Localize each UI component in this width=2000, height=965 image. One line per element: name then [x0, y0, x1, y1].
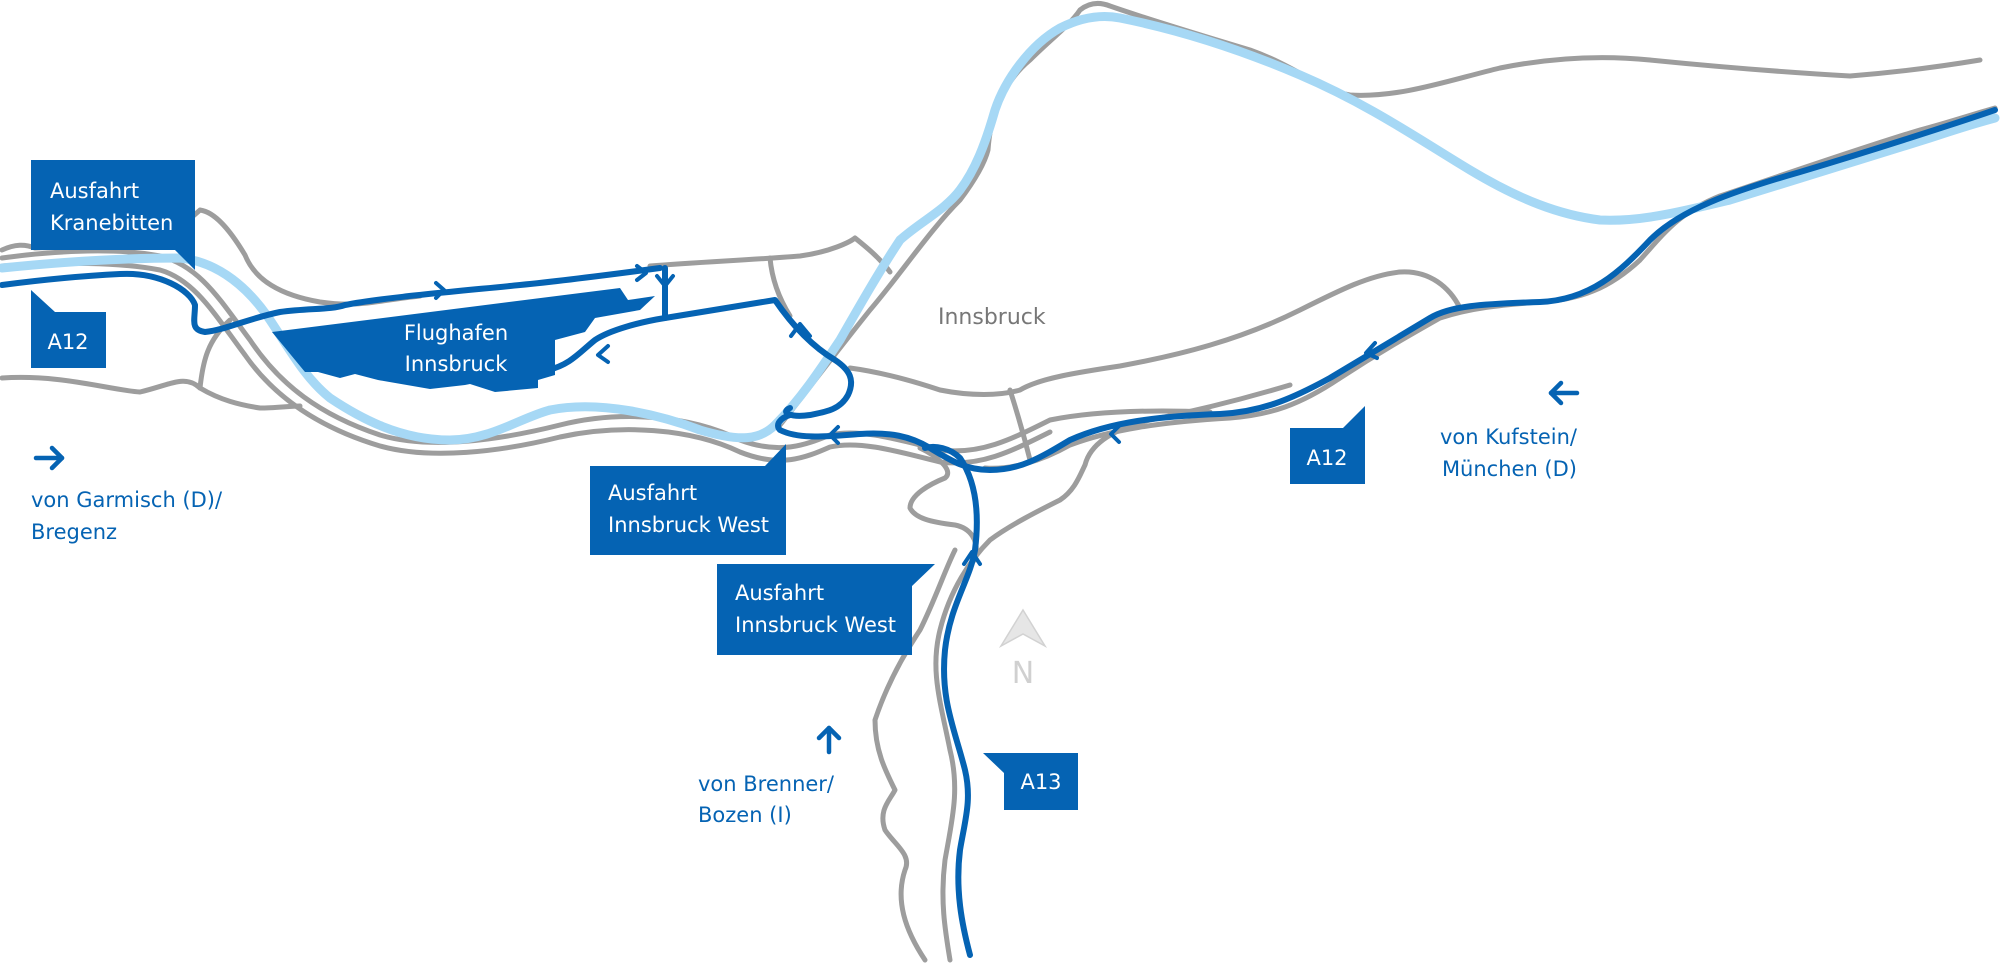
- direction-chevron: [789, 322, 812, 338]
- direction-chevron: [635, 264, 648, 282]
- motorway-a13-label: A13: [1020, 770, 1061, 794]
- motorway-a12-east-label: A12: [1306, 446, 1347, 470]
- direction-chevron: [962, 550, 982, 566]
- road-west-lower: [0, 260, 1053, 466]
- origin-kufstein: von Kufstein/ München (D): [1440, 380, 1580, 481]
- airport-label-line2: Innsbruck: [405, 352, 509, 376]
- road-a13-loop: [907, 445, 979, 563]
- road-diagonal: [777, 0, 1983, 428]
- route-airport-access: [545, 265, 668, 373]
- arrow-right-icon: [33, 445, 65, 471]
- city-label: Innsbruck: [938, 305, 1046, 330]
- exit-kranebitten-line1: Ausfahrt: [50, 179, 139, 203]
- exit-innsbruck-west-a13-callout: Ausfahrt Innsbruck West: [717, 564, 935, 655]
- road-west-upper: [0, 248, 1213, 454]
- exit-innsbruck-west-a12-line1: Ausfahrt: [608, 481, 697, 505]
- road-a13-west: [872, 547, 958, 963]
- route-a12-east: [775, 107, 1998, 473]
- direction-chevron: [655, 274, 675, 288]
- road-airport-north: [647, 235, 893, 275]
- motorway-badge-a13: A13: [983, 753, 1078, 810]
- arrow-left-icon: [1548, 380, 1580, 406]
- route-airport-link: [662, 297, 855, 419]
- route-a13: [922, 443, 980, 958]
- exit-innsbruck-west-a13-line1: Ausfahrt: [735, 581, 824, 605]
- river-inn: [0, 11, 2000, 445]
- motorway-a12-west-label: A12: [47, 330, 88, 354]
- origin-kufstein-line1: von Kufstein/: [1440, 425, 1578, 449]
- arrow-up-icon: [816, 725, 842, 755]
- direction-chevron: [434, 281, 446, 300]
- exit-kranebitten-callout: Ausfahrt Kranebitten: [31, 160, 195, 270]
- airport-area: [272, 288, 655, 392]
- direction-chevron: [1364, 341, 1379, 360]
- exit-innsbruck-west-a12-line2: Innsbruck West: [608, 513, 769, 537]
- origin-brenner-line1: von Brenner/: [698, 772, 835, 796]
- motorway-badge-a12-west: A12: [31, 290, 106, 368]
- origin-garmisch-line1: von Garmisch (D)/: [31, 488, 223, 512]
- origin-kufstein-line2: München (D): [1442, 457, 1577, 481]
- route-a12: [0, 265, 663, 335]
- origin-brenner: von Brenner/ Bozen (I): [698, 725, 842, 827]
- route-lines: [0, 107, 1998, 958]
- motorway-badge-a12-east: A12: [1290, 406, 1365, 484]
- road-lower-west: [0, 374, 303, 411]
- north-arrow-icon: N: [998, 608, 1048, 691]
- road-city-middle: [847, 269, 1463, 397]
- airport-label-line1: Flughafen: [404, 321, 508, 345]
- origin-brenner-line2: Bozen (I): [698, 803, 792, 827]
- road-airport-north-branch: [767, 255, 793, 319]
- direction-chevron: [1109, 424, 1121, 444]
- exit-kranebitten-line2: Kranebitten: [50, 211, 173, 235]
- exit-innsbruck-west-a12-callout: Ausfahrt Innsbruck West: [590, 444, 786, 555]
- direction-chevron: [596, 344, 610, 364]
- origin-garmisch-line2: Bregenz: [31, 520, 117, 544]
- exit-innsbruck-west-a13-line2: Innsbruck West: [735, 613, 896, 637]
- north-label: N: [1012, 656, 1034, 691]
- road-city-south: [1007, 387, 1033, 463]
- origin-garmisch: von Garmisch (D)/ Bregenz: [31, 445, 223, 544]
- direction-chevron: [828, 425, 840, 445]
